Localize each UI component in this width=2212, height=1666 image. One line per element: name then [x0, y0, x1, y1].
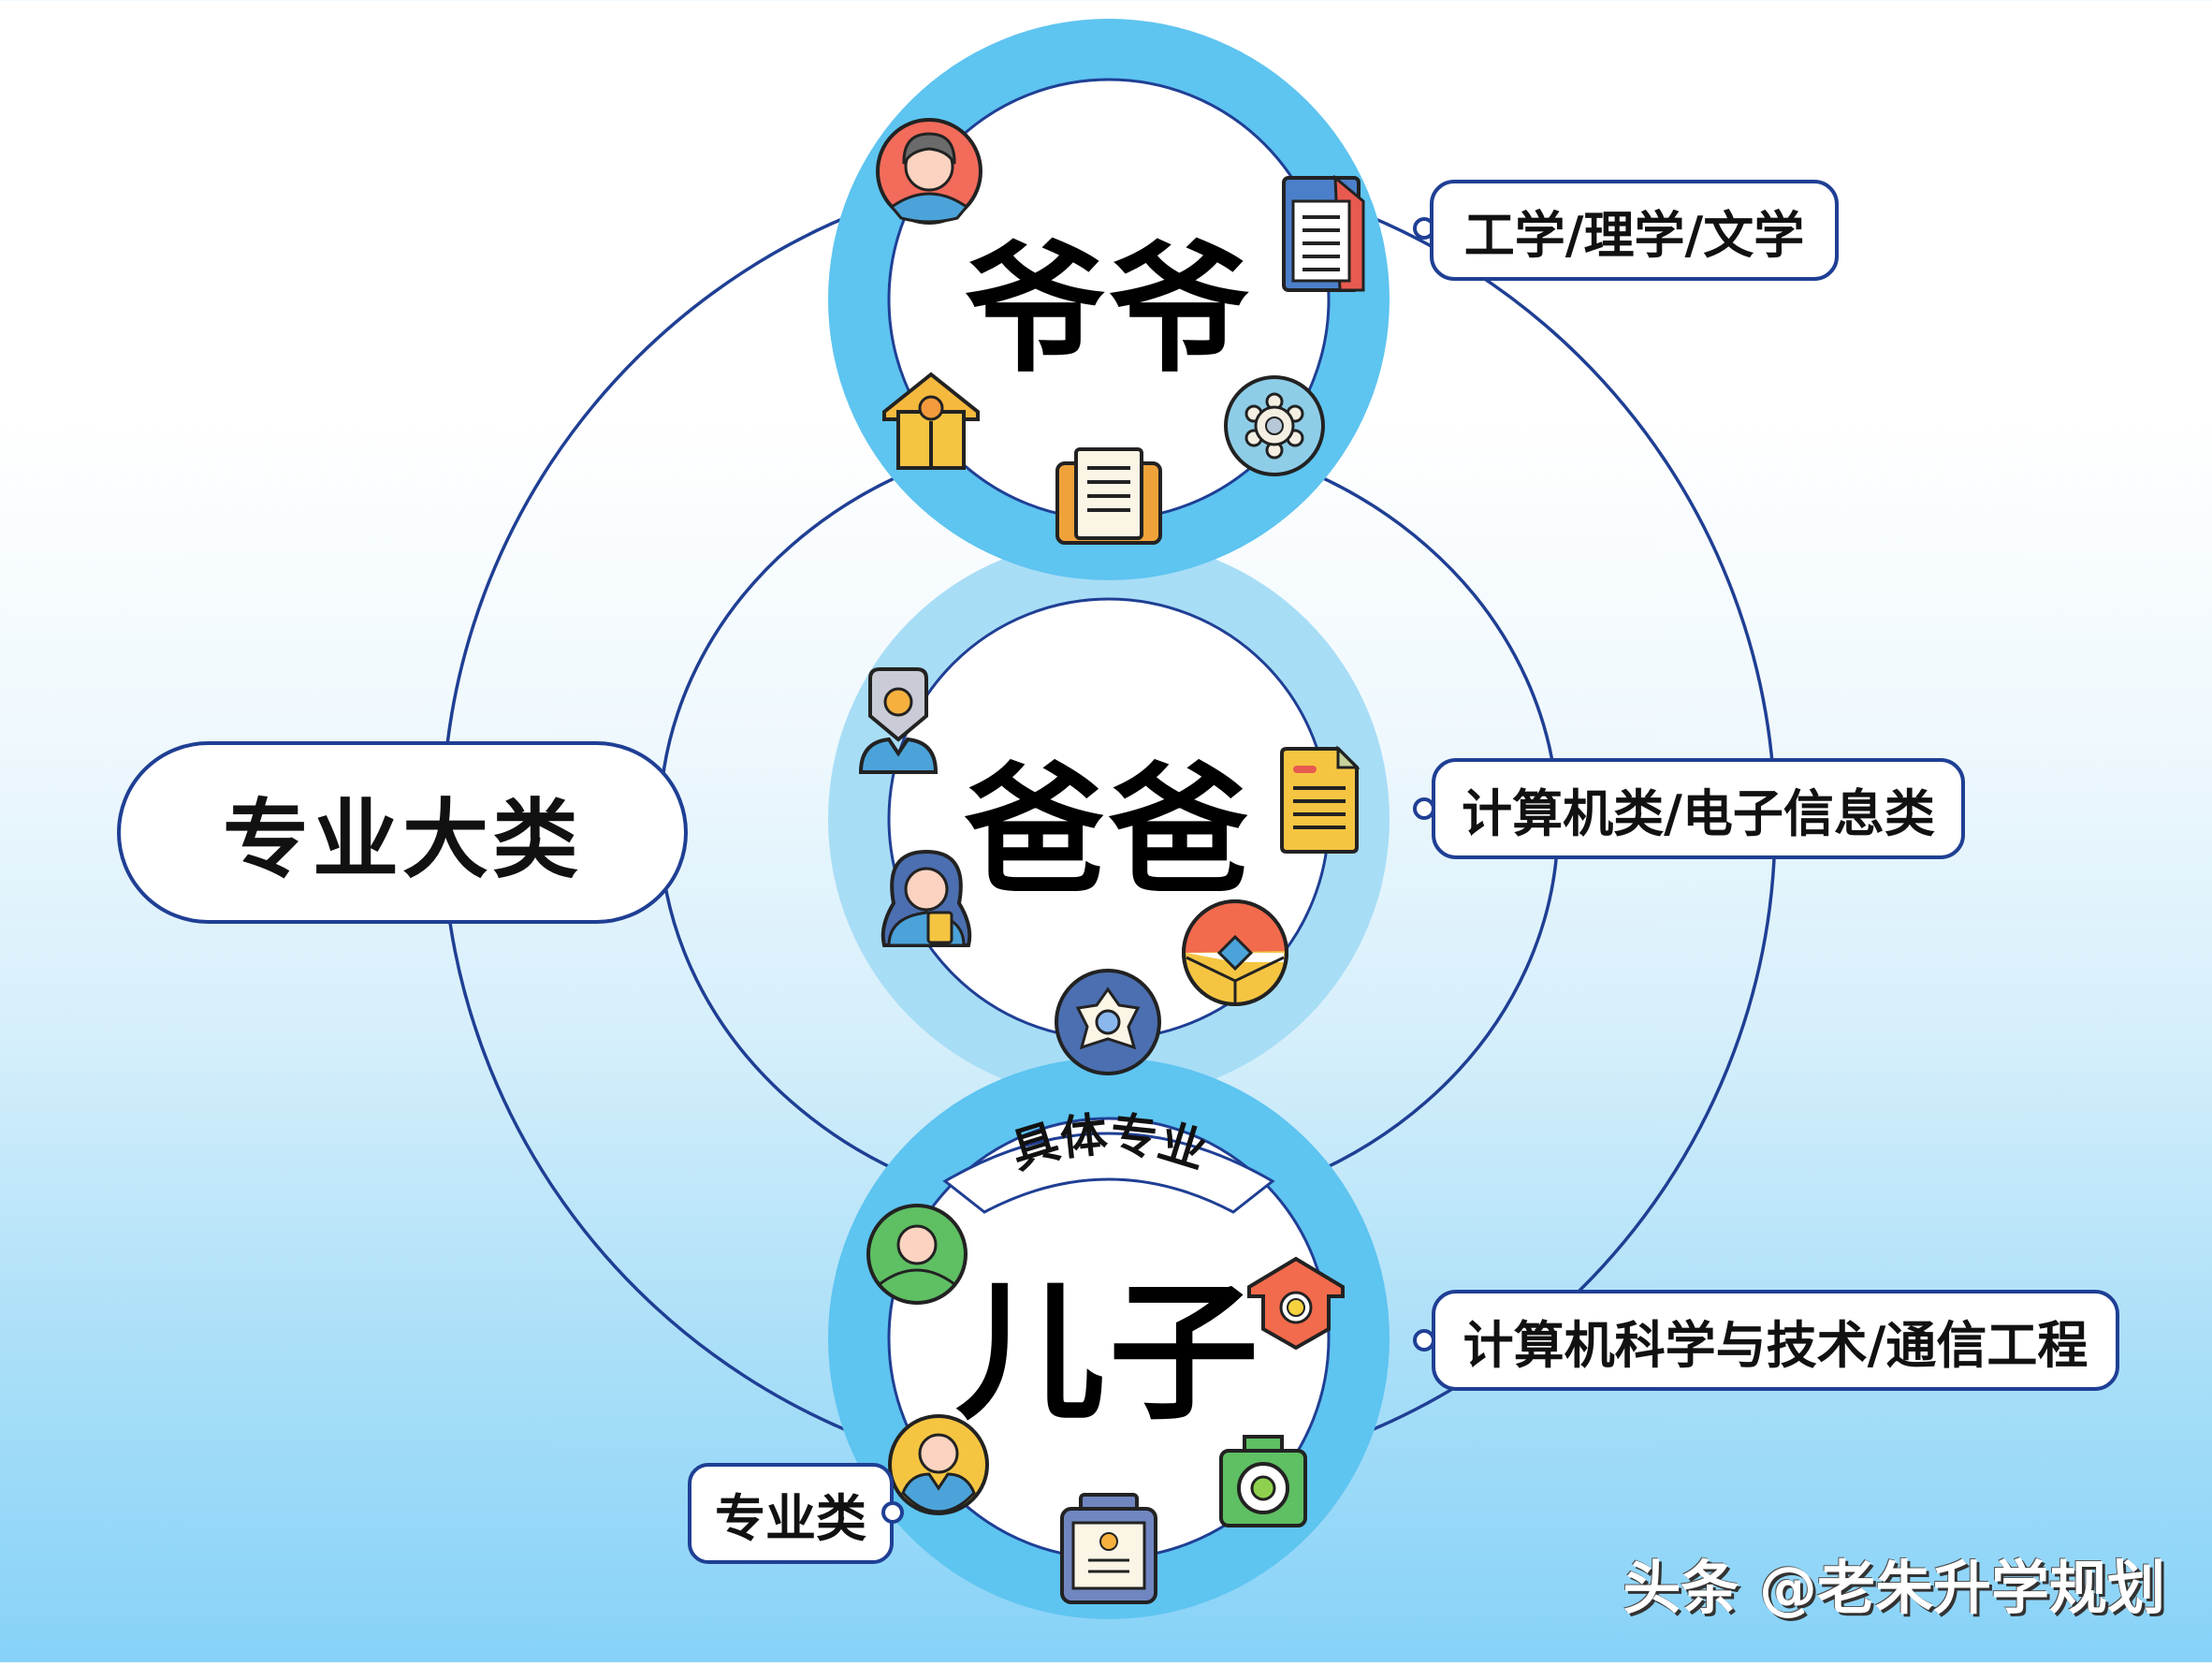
connector-dot: [881, 1501, 904, 1524]
grandpa-side-label: 工学/理学/文学: [1430, 180, 1839, 281]
father-side-label-text: 计算机类/电子信息类: [1462, 783, 1935, 843]
son-title: 儿子: [954, 1265, 1263, 1440]
book-icon: [1055, 447, 1162, 545]
person-avatar-icon: [876, 118, 982, 225]
grandpa-side-label-text: 工学/理学/文学: [1463, 205, 1805, 265]
camera-icon: [1219, 1435, 1307, 1527]
hexagon-house-icon: [1247, 1256, 1345, 1351]
son-side-label: 计算机科学与技术/通信工程: [1432, 1290, 2119, 1391]
sub-category-label: 专业类: [715, 1488, 866, 1548]
id-card-icon: [1060, 1493, 1157, 1604]
id-badge-person-icon: [858, 667, 939, 774]
grandpa-title: 爷爷: [964, 228, 1254, 392]
woman-with-cup-icon: [880, 849, 972, 947]
emblem-icon: [1182, 899, 1288, 1006]
father-side-label: 计算机类/电子信息类: [1432, 758, 1965, 859]
major-category-pill: 专业大类: [117, 741, 688, 924]
watermark: 头条 @老朱升学规划: [1623, 1554, 2165, 1622]
major-category-label: 专业大类: [222, 790, 582, 890]
person-avatar-yellow-icon: [888, 1414, 989, 1515]
arc-banner: [942, 1132, 1275, 1214]
house-icon: [882, 372, 980, 470]
son-side-label-text: 计算机科学与技术/通信工程: [1463, 1315, 2088, 1375]
person-avatar-green-icon: [866, 1204, 968, 1305]
gear-icon: [1224, 375, 1325, 476]
sub-category-box: 专业类: [688, 1463, 894, 1564]
father-title: 爸爸: [964, 750, 1254, 913]
document-icon: [1280, 745, 1361, 854]
document-icon: [1282, 174, 1365, 292]
star-badge-icon: [1055, 969, 1161, 1075]
